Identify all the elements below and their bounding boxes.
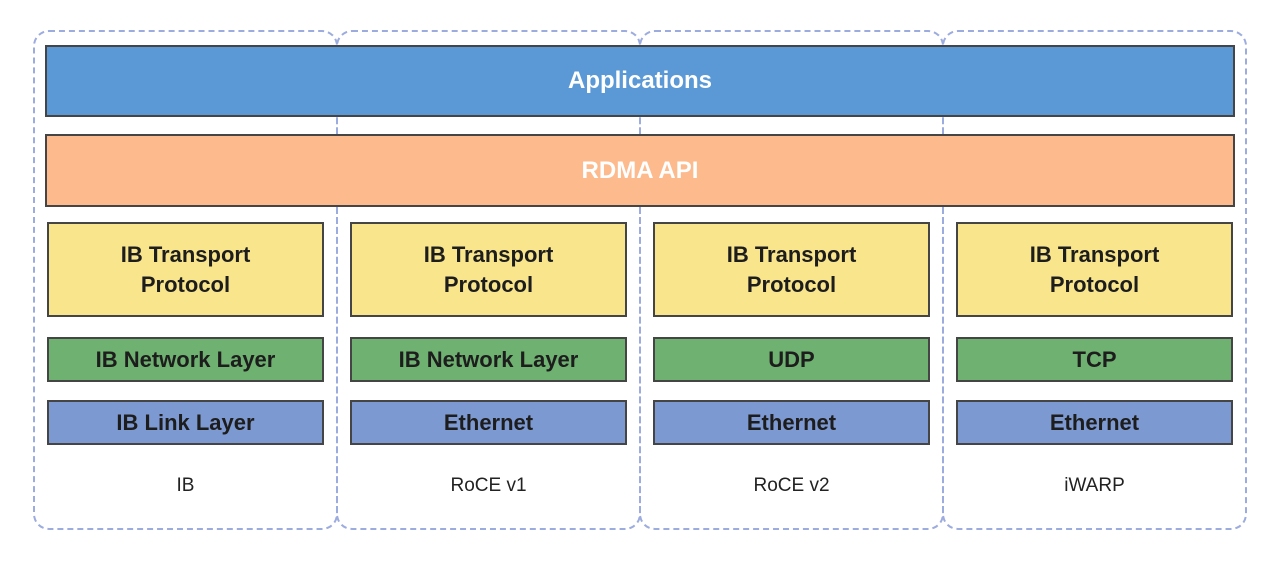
rdma-api-bar: RDMA API <box>45 134 1235 207</box>
lane-iwarp-stack: IB Transport Protocol TCP Ethernet <box>956 222 1233 445</box>
applications-bar: Applications <box>45 45 1235 117</box>
lane-iwarp: IB Transport Protocol TCP Ethernet iWARP <box>942 30 1247 530</box>
lane-label-roce-v1: RoCE v1 <box>450 475 527 496</box>
iwarp-link-layer-label: Ethernet <box>1049 409 1140 435</box>
roce-v2-transport-protocol-label: IB Transport Protocol <box>726 241 857 297</box>
lane-ib: IB Transport Protocol IB Network Layer I… <box>33 30 338 530</box>
roce-v2-link-layer-box: Ethernet <box>653 400 930 445</box>
ib-network-layer-label: IB Network Layer <box>95 346 276 372</box>
ib-transport-protocol-box: IB Transport Protocol <box>47 222 324 317</box>
lane-roce-v2: IB Transport Protocol UDP Ethernet RoCE … <box>639 30 944 530</box>
roce-v2-link-layer-label: Ethernet <box>746 409 837 435</box>
roce-v1-link-layer-label: Ethernet <box>443 409 534 435</box>
lane-label-roce-v2: RoCE v2 <box>753 475 830 496</box>
iwarp-network-layer-box: TCP <box>956 337 1233 382</box>
lane-roce-v1: IB Transport Protocol IB Network Layer E… <box>336 30 641 530</box>
iwarp-link-layer-box: Ethernet <box>956 400 1233 445</box>
lane-label-iwarp: iWARP <box>1064 475 1125 496</box>
roce-v1-network-layer-label: IB Network Layer <box>398 346 579 372</box>
ib-link-layer-box: IB Link Layer <box>47 400 324 445</box>
roce-v1-link-layer-box: Ethernet <box>350 400 627 445</box>
iwarp-transport-protocol-label: IB Transport Protocol <box>1029 241 1160 297</box>
ib-link-layer-label: IB Link Layer <box>116 409 255 435</box>
ib-transport-protocol-label: IB Transport Protocol <box>120 241 251 297</box>
lane-roce-v1-stack: IB Transport Protocol IB Network Layer E… <box>350 222 627 445</box>
iwarp-network-layer-label: TCP <box>1072 346 1117 372</box>
ib-network-layer-box: IB Network Layer <box>47 337 324 382</box>
roce-v2-network-layer-label: UDP <box>768 346 815 372</box>
roce-v2-transport-protocol-box: IB Transport Protocol <box>653 222 930 317</box>
lane-ib-stack: IB Transport Protocol IB Network Layer I… <box>47 222 324 445</box>
roce-v2-network-layer-box: UDP <box>653 337 930 382</box>
lane-roce-v2-stack: IB Transport Protocol UDP Ethernet <box>653 222 930 445</box>
roce-v1-network-layer-box: IB Network Layer <box>350 337 627 382</box>
protocol-lanes: IB Transport Protocol IB Network Layer I… <box>33 30 1247 530</box>
roce-v1-transport-protocol-box: IB Transport Protocol <box>350 222 627 317</box>
lane-label-ib: IB <box>176 475 195 496</box>
roce-v1-transport-protocol-label: IB Transport Protocol <box>423 241 554 297</box>
iwarp-transport-protocol-box: IB Transport Protocol <box>956 222 1233 317</box>
